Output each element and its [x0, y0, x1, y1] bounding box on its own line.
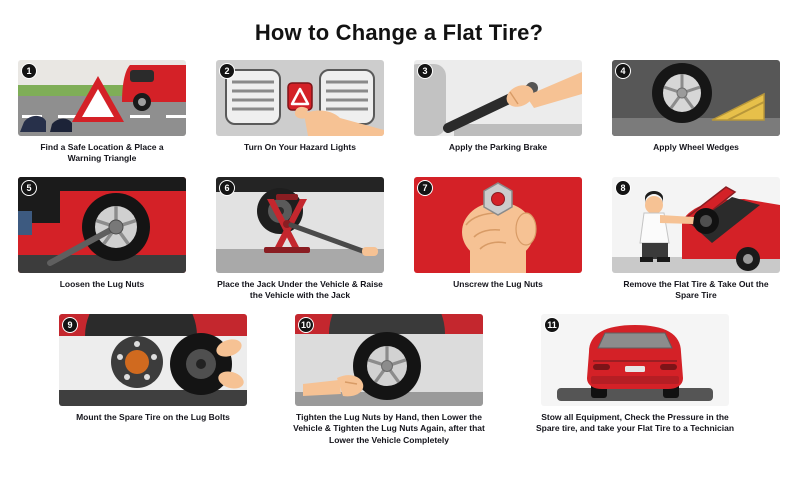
step-8-illustration: 8: [612, 176, 780, 273]
step-7-illustration: 7: [414, 176, 582, 273]
step-panel-2: 2: [216, 60, 384, 153]
person-head: [645, 195, 663, 214]
step-number-badge: 2: [219, 63, 235, 79]
step-10-illustration: 10: [295, 313, 483, 406]
step-panel-4: 4 App: [612, 60, 780, 153]
taillight: [660, 363, 677, 370]
step-caption: Apply the Parking Brake: [448, 142, 548, 152]
step-number-badge: 7: [417, 179, 433, 196]
step-caption: Tighten the Lug Nuts by Hand, then Lower…: [293, 411, 485, 445]
arm: [303, 379, 341, 396]
steps-grid: 1: [0, 60, 798, 458]
safe-location-scene: [18, 60, 186, 136]
remove-spare-scene: [612, 176, 780, 273]
car-sill: [216, 176, 384, 192]
jack-handle: [288, 222, 371, 256]
step-6-illustration: 6: [216, 176, 384, 273]
person-arm: [660, 214, 694, 224]
steps-row-2: 5: [0, 176, 798, 302]
step-caption: Loosen the Lug Nuts: [59, 278, 145, 289]
step-caption: Apply Wheel Wedges: [653, 142, 739, 152]
step-caption: Place the Jack Under the Vehicle & Raise…: [217, 278, 383, 301]
step-caption: Turn On Your Hazard Lights: [244, 142, 356, 152]
taillight: [593, 363, 610, 370]
fist: [462, 201, 534, 262]
hand: [506, 85, 534, 107]
car-seat: [414, 64, 446, 136]
step-number-badge: 5: [21, 179, 37, 196]
lug-wrench-icon: [47, 223, 119, 266]
step-panel-1: 1: [18, 60, 186, 165]
step-panel-3: 3 Apply the Parking Brake: [414, 60, 582, 153]
step-number-badge: 9: [62, 316, 78, 333]
step-9-illustration: 9: [59, 313, 247, 406]
step-4-illustration: 4: [612, 60, 780, 136]
hazard-lights-scene: [216, 60, 384, 136]
wheel-wedge-scene: [612, 60, 780, 136]
steps-row-1: 1: [0, 60, 798, 165]
step-caption: Stow all Equipment, Check the Pressure i…: [535, 411, 735, 434]
step-panel-11: 11 Stow all Equipm: [531, 313, 739, 435]
step-panel-9: 9: [59, 313, 247, 423]
arm: [526, 72, 582, 108]
page-title: How to Change a Flat Tire?: [254, 20, 544, 45]
step-number-badge: 6: [219, 179, 235, 196]
step-3-illustration: 3: [414, 60, 582, 136]
driver-feet: [20, 115, 46, 132]
car-rear-scene: [541, 313, 729, 406]
step-number-badge: 8: [615, 179, 631, 196]
step-panel-10: 10: [285, 313, 493, 446]
step-number-badge: 10: [298, 316, 314, 333]
step-11-illustration: 11: [541, 313, 729, 406]
wheel-wedge-icon: [711, 92, 765, 121]
license-plate: [625, 365, 645, 372]
step-number-badge: 1: [21, 63, 37, 79]
steps-row-3: 9: [0, 313, 798, 446]
step-2-illustration: 2: [216, 60, 384, 136]
step-number-badge: 11: [544, 316, 560, 333]
parking-brake-scene: [414, 60, 582, 136]
step-number-badge: 3: [417, 63, 433, 79]
mount-spare-scene: [59, 313, 247, 406]
bumper: [591, 375, 679, 384]
step-5-illustration: 5: [18, 176, 186, 273]
step-caption: Mount the Spare Tire on the Lug Bolts: [76, 411, 230, 422]
thumb: [515, 212, 537, 246]
step-caption: Remove the Flat Tire & Take Out the Spar…: [623, 278, 769, 301]
air-vent: [225, 69, 281, 125]
step-caption: Find a Safe Location & Place a Warning T…: [40, 142, 164, 164]
loosen-lug-nuts-scene: [18, 176, 186, 273]
hazard-button-icon: [287, 82, 313, 111]
jack-scene: [216, 176, 384, 273]
step-number-badge: 4: [615, 63, 631, 79]
person-legs: [642, 242, 668, 259]
step-panel-7: 7 Unscrew the Lug Nuts: [414, 176, 582, 290]
unscrew-lug-nut-scene: [414, 176, 582, 273]
step-1-illustration: 1: [18, 60, 186, 136]
tighten-lug-nuts-scene: [295, 313, 483, 406]
hand: [216, 339, 242, 357]
rear-window: [597, 332, 673, 349]
step-panel-6: 6: [216, 176, 384, 302]
step-panel-5: 5: [18, 176, 186, 290]
hand: [337, 374, 364, 397]
step-panel-8: 8: [612, 176, 780, 302]
hand: [218, 371, 244, 389]
step-caption: Unscrew the Lug Nuts: [453, 278, 543, 289]
